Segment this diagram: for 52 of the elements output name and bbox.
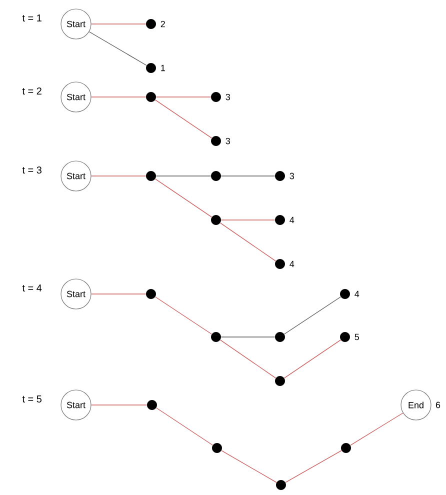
dot	[211, 92, 221, 102]
dot	[146, 289, 156, 299]
dot	[146, 63, 156, 73]
time-step-label: t = 3	[22, 166, 42, 174]
step-count: 3	[226, 94, 230, 100]
dot	[275, 259, 285, 269]
step-count: 6	[436, 402, 440, 408]
connector-line	[154, 100, 212, 138]
dot	[211, 332, 221, 342]
dot	[211, 215, 221, 225]
connector-line	[220, 336, 276, 338]
dot	[340, 332, 350, 342]
connector-line	[221, 450, 277, 483]
step-count: 4	[290, 260, 294, 268]
connector-line	[285, 450, 342, 483]
dot	[212, 443, 222, 453]
connector-line	[154, 178, 212, 218]
connector-line	[156, 408, 213, 446]
step-count: 3	[290, 172, 294, 180]
connector-line	[156, 96, 212, 98]
connector-line	[284, 340, 342, 378]
connector-line	[88, 31, 147, 66]
dot	[275, 171, 285, 181]
step-count: 4	[354, 290, 360, 298]
dot	[147, 400, 157, 410]
dot	[341, 443, 351, 453]
dot	[146, 19, 156, 29]
dot	[211, 136, 221, 146]
step-count: 4	[290, 216, 294, 224]
step-count: 5	[354, 334, 360, 340]
dot	[275, 332, 285, 342]
connector-line	[350, 412, 404, 446]
time-step-label: t = 4	[22, 284, 42, 292]
step-count: 2	[160, 20, 165, 28]
connector-line	[154, 296, 212, 334]
connector-line	[90, 96, 146, 98]
dot	[340, 289, 350, 299]
dot	[275, 215, 285, 225]
time-step-label: t = 5	[22, 396, 42, 402]
connector-line	[284, 296, 342, 334]
step-count: 1	[161, 64, 165, 72]
time-step-label: t = 2	[22, 87, 42, 95]
dot	[211, 171, 221, 181]
dot	[275, 376, 285, 386]
step-count: 3	[226, 138, 230, 144]
connector-line	[90, 404, 148, 406]
dot	[146, 171, 156, 181]
connector-line	[220, 340, 276, 378]
dot	[276, 480, 286, 490]
connector-line	[220, 222, 276, 262]
dot	[146, 92, 156, 102]
time-step-label: t = 1	[22, 14, 42, 22]
